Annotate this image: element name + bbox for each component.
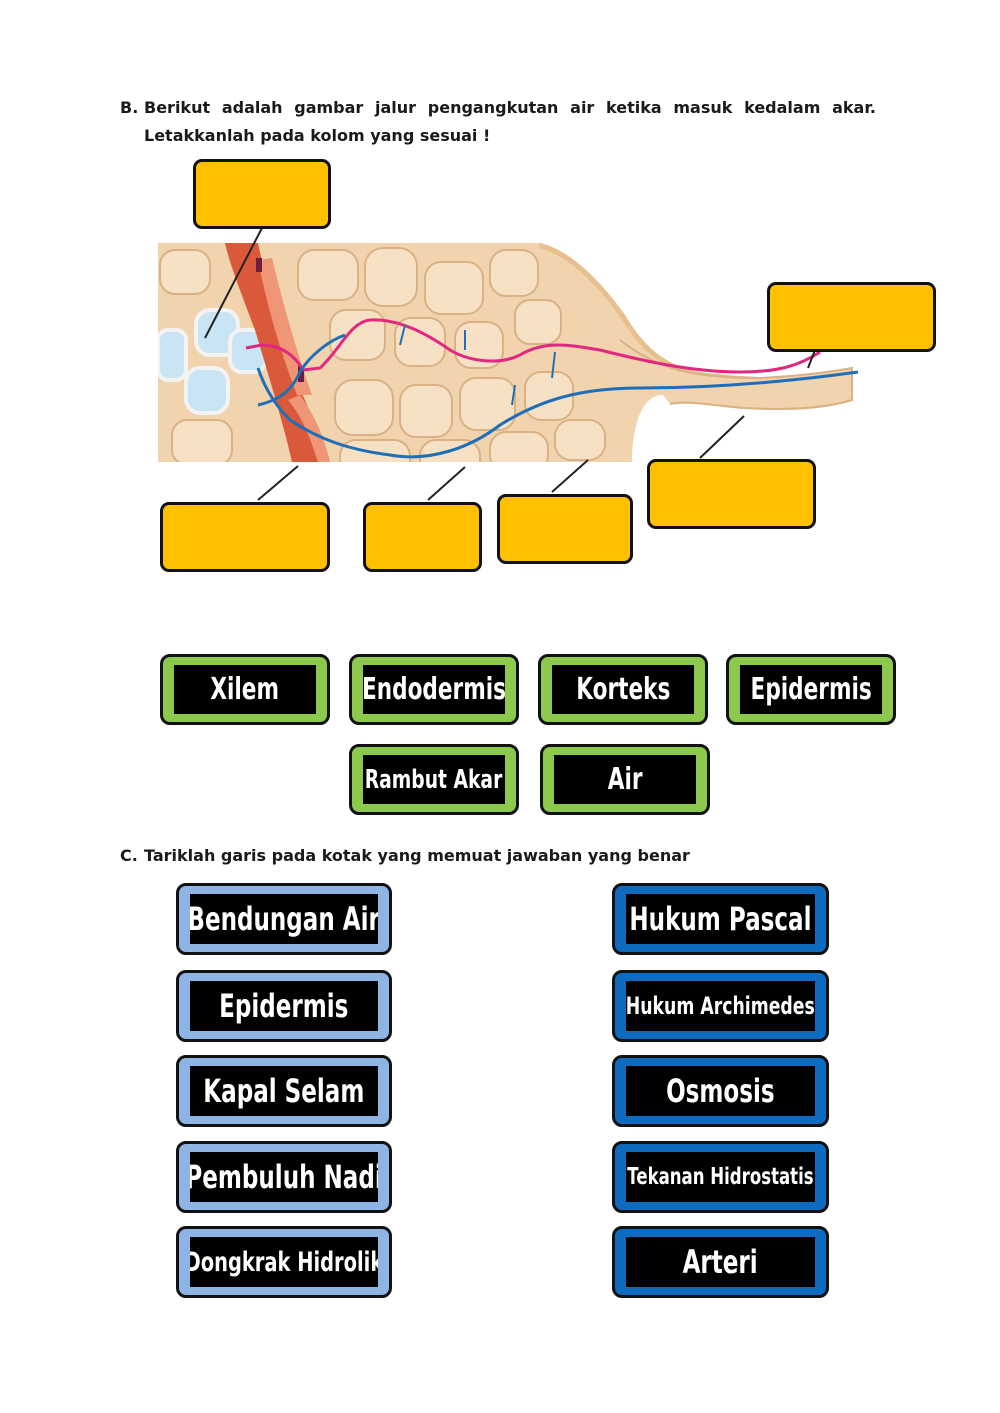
answer-tile-epidermis[interactable]: Epidermis — [726, 654, 896, 725]
match-right-arteri[interactable]: Arteri — [612, 1226, 829, 1298]
question-c: C. Tariklah garis pada kotak yang memuat… — [120, 842, 880, 870]
answer-tile-label: Korteks — [575, 672, 671, 707]
answer-tile-label: Endodermis — [363, 672, 505, 707]
match-right-label: Osmosis — [666, 1072, 775, 1110]
match-right-label: Arteri — [682, 1243, 759, 1281]
answer-tile-label: Xilem — [210, 672, 280, 707]
match-left-dongkrak-hidrolik[interactable]: Dongkrak Hidrolik — [176, 1226, 392, 1298]
answer-tile-korteks[interactable]: Korteks — [538, 654, 708, 725]
match-right-label: Tekanan Hidrostatis — [627, 1164, 814, 1190]
answer-tile-air[interactable]: Air — [540, 744, 710, 815]
answer-tile-label: Air — [607, 762, 643, 797]
match-left-label: Kapal Selam — [203, 1072, 365, 1110]
question-b-line2: Letakkanlah pada kolom yang sesuai ! — [144, 126, 491, 145]
question-c-instruction: Tariklah garis pada kotak yang memuat ja… — [144, 846, 690, 865]
drop-box-bottom-2[interactable] — [363, 502, 482, 572]
question-b: B. Berikut adalah gambar jalur pengangku… — [120, 94, 880, 150]
answer-tile-label: Rambut Akar — [365, 764, 503, 795]
match-left-bendungan-air[interactable]: Bendungan Air — [176, 883, 392, 955]
drop-box-top-right[interactable] — [767, 282, 936, 352]
match-right-label: Hukum Pascal — [629, 900, 812, 938]
question-b-number: B. — [120, 98, 139, 117]
answer-tile-endodermis[interactable]: Endodermis — [349, 654, 519, 725]
root-cross-section-diagram — [158, 227, 859, 501]
question-b-line1: Berikut adalah gambar jalur pengangkutan… — [144, 98, 876, 117]
match-left-label: Bendungan Air — [190, 900, 378, 938]
match-left-label: Epidermis — [219, 987, 349, 1025]
drop-box-bottom-4[interactable] — [647, 459, 816, 529]
drop-box-bottom-1[interactable] — [160, 502, 330, 572]
match-right-osmosis[interactable]: Osmosis — [612, 1055, 829, 1127]
drop-box-bottom-3[interactable] — [497, 494, 633, 564]
answer-tile-xilem[interactable]: Xilem — [160, 654, 330, 725]
match-right-tekanan-hidrostatis[interactable]: Tekanan Hidrostatis — [612, 1141, 829, 1213]
match-right-hukum-pascal[interactable]: Hukum Pascal — [612, 883, 829, 955]
match-right-hukum-archimedes[interactable]: Hukum Archimedes — [612, 970, 829, 1042]
question-c-number: C. — [120, 846, 138, 865]
answer-tile-rambut-akar[interactable]: Rambut Akar — [349, 744, 519, 815]
match-left-kapal-selam[interactable]: Kapal Selam — [176, 1055, 392, 1127]
match-right-label: Hukum Archimedes — [626, 992, 815, 1020]
match-left-epidermis[interactable]: Epidermis — [176, 970, 392, 1042]
match-left-label: Pembuluh Nadi — [190, 1158, 378, 1196]
match-left-pembuluh-nadi[interactable]: Pembuluh Nadi — [176, 1141, 392, 1213]
match-left-label: Dongkrak Hidrolik — [190, 1246, 378, 1278]
answer-tile-label: Epidermis — [750, 672, 872, 707]
drop-box-top-left[interactable] — [193, 159, 331, 229]
